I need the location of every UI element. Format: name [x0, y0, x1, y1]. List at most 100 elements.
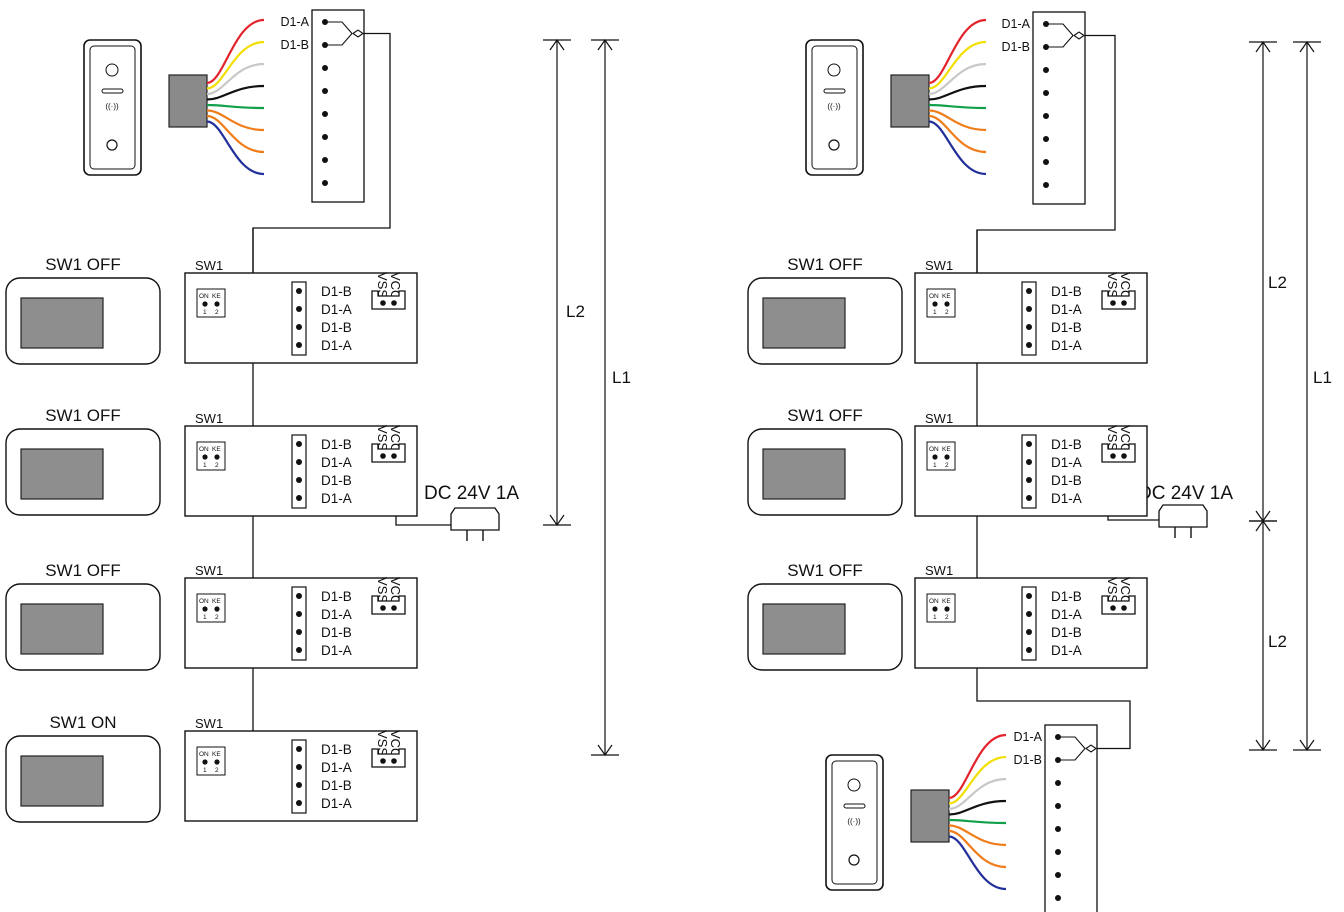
power-pin	[380, 300, 386, 306]
terminal-strip	[1021, 586, 1037, 661]
dimension-label: L2	[566, 302, 585, 321]
door-station-body	[83, 39, 142, 176]
terminal-pin	[296, 764, 302, 770]
harness-wire	[206, 40, 265, 90]
dimension-arrowhead	[549, 514, 565, 527]
terminal-pin-label: D1-B	[321, 589, 352, 604]
door-station-frame	[89, 45, 136, 170]
terminal-pin	[296, 611, 302, 617]
terminal-pin-label: D1-B	[321, 437, 352, 452]
station-d1a-label: D1-A	[1014, 730, 1043, 744]
station-terminal-pin	[322, 180, 328, 186]
dip-on-label: ON	[929, 293, 939, 300]
station-pair-wire	[1058, 736, 1086, 749]
dip-switch-body	[926, 593, 956, 623]
terminal-pin-label: D1-A	[1051, 491, 1082, 506]
terminal-pin	[296, 477, 302, 483]
dimension-arrowhead	[1255, 519, 1271, 532]
terminal-strip	[291, 281, 307, 356]
dimension-arrowhead	[1255, 40, 1271, 53]
wire-connector-block	[890, 74, 930, 128]
harness-wire	[948, 755, 1007, 805]
outdoor-station: ((·))D1-AD1-B	[825, 724, 1098, 912]
harness-wire	[928, 18, 987, 85]
terminal-pin	[296, 647, 302, 653]
terminal-pin	[296, 495, 302, 501]
indoor-monitor: SW1 ON	[5, 713, 161, 823]
dimension-label: L1	[612, 368, 631, 387]
dimension-arrowhead	[597, 38, 613, 51]
power-pin	[391, 453, 397, 459]
station-d1a-label: D1-A	[1002, 17, 1031, 31]
harness-wire	[928, 114, 987, 154]
harness-wire	[948, 799, 1007, 816]
monitor-screen	[20, 297, 104, 349]
power-pin	[391, 300, 397, 306]
power-socket	[1101, 595, 1136, 615]
indoor-monitor: SW1 OFF	[5, 561, 161, 671]
dip-1-label: 1	[203, 462, 207, 469]
dip-ke-label: KE	[212, 751, 221, 758]
indoor-monitor: SW1 OFF	[747, 255, 903, 365]
terminal-pin	[296, 306, 302, 312]
speaker-icon	[101, 88, 124, 94]
sw1-label: SW1	[925, 563, 953, 578]
bus-wire	[976, 643, 1131, 750]
terminal-pin	[1026, 629, 1032, 635]
power-pin	[1110, 300, 1116, 306]
monitor-switch-label: SW1 OFF	[787, 406, 863, 425]
harness-wire	[928, 84, 987, 101]
terminal-pin	[296, 441, 302, 447]
terminal-pin-label: D1-A	[321, 760, 352, 775]
dimension-line: L2	[1249, 519, 1287, 752]
dip-ke-label: KE	[942, 598, 951, 605]
station-pair-wire	[1046, 35, 1074, 48]
station-terminal-pin	[1055, 895, 1061, 901]
terminal-pin	[1026, 611, 1032, 617]
terminal-pin	[296, 459, 302, 465]
dip-switch-body	[926, 288, 956, 318]
door-station-body	[805, 39, 864, 176]
terminal-strip	[291, 739, 307, 814]
sw1-label: SW1	[195, 258, 223, 273]
dip-contact	[214, 606, 220, 612]
power-socket	[1101, 443, 1136, 463]
dip-contact	[214, 301, 220, 307]
station-terminal-pin	[1055, 849, 1061, 855]
dip-2-label: 2	[215, 462, 219, 469]
station-terminal-strip	[1032, 11, 1086, 205]
harness-wire	[948, 777, 1007, 811]
station-pair-wire	[325, 33, 353, 46]
harness-wire	[948, 835, 1007, 891]
harness-wire	[928, 40, 987, 90]
terminal-pin-label: D1-A	[321, 491, 352, 506]
dip-contact	[202, 759, 208, 765]
terminal-pin	[296, 800, 302, 806]
dip-contact	[932, 606, 938, 612]
dip-contact	[214, 759, 220, 765]
station-terminal-pin	[322, 65, 328, 71]
station-terminal-pin	[322, 134, 328, 140]
terminal-pin	[296, 288, 302, 294]
terminal-strip	[291, 586, 307, 661]
dimension-line: L1	[591, 38, 631, 757]
station-pair-wire	[1046, 23, 1074, 36]
door-station-body	[825, 754, 884, 891]
harness-wire	[206, 18, 265, 85]
harness-wire	[928, 120, 987, 176]
station-terminal-pin	[1043, 113, 1049, 119]
rfid-icon: ((·))	[827, 102, 841, 111]
speaker-icon	[843, 803, 866, 809]
monitor-switch-label: SW1 OFF	[45, 561, 121, 580]
station-terminal-pin	[322, 111, 328, 117]
station-terminal-pin	[1055, 803, 1061, 809]
dip-1-label: 1	[933, 614, 937, 621]
dimension-line: L2	[1249, 40, 1287, 523]
monitor-switch-label: SW1 OFF	[45, 255, 121, 274]
dip-2-label: 2	[945, 462, 949, 469]
rfid-icon: ((·))	[105, 102, 119, 111]
dimension-arrowhead	[1299, 40, 1315, 53]
terminal-pin	[296, 324, 302, 330]
